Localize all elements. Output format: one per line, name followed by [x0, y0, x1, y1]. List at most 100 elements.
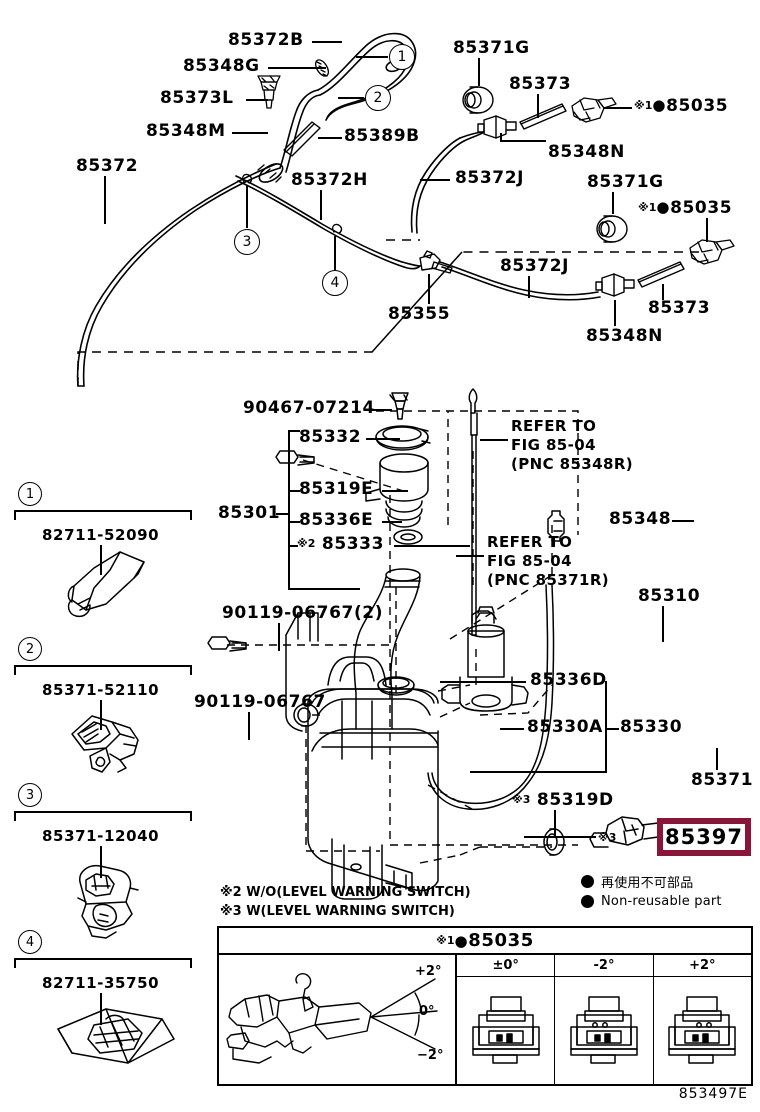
- label-85373L: 85373L: [160, 88, 234, 108]
- callout-circle-2[interactable]: 2: [365, 85, 391, 111]
- sidebar-leader-4: [100, 993, 102, 1025]
- bracket-85301-top: [288, 430, 300, 432]
- sidebar-icon-clip-85371-52110: [71, 715, 139, 773]
- leader-85371: [716, 748, 718, 770]
- nonreusable-dot-b: ●: [656, 198, 671, 216]
- sidebar-bracket-4: [14, 958, 192, 968]
- bracket-85301-tick1: [288, 490, 300, 492]
- angle-minus2-label: −2°: [417, 1048, 443, 1063]
- leader-90119-2: [278, 623, 280, 651]
- label-85348M: 85348M: [146, 121, 226, 141]
- label-90119-06767: 90119-06767: [194, 692, 326, 712]
- leader-85372J-lower: [528, 276, 530, 298]
- angle-column-minus2deg-image: [555, 977, 652, 1084]
- label-85348N-lower: 85348N: [586, 326, 663, 346]
- leader-85389B: [318, 137, 342, 139]
- angle-column-minus2deg: -2°: [555, 955, 654, 1084]
- highlighted-part-number: 85397: [664, 825, 744, 849]
- leader-85310: [662, 606, 664, 642]
- label-85355: 85355: [388, 304, 451, 324]
- leader-85373L: [246, 99, 268, 101]
- callout-circle-1[interactable]: 1: [389, 44, 415, 70]
- label-85372H: 85372H: [291, 170, 368, 190]
- label-85373-upper: 85373: [509, 74, 572, 94]
- label-85319D-text: 85319D: [536, 790, 614, 810]
- leader-85319E: [382, 490, 408, 492]
- footnote-asterisk-2: ※2 W/O(LEVEL WARNING SWITCH): [220, 885, 471, 900]
- angle-column-plus2deg-heading: +2°: [653, 955, 751, 977]
- legend-row-english: Non-reusable part: [581, 894, 722, 909]
- reservoir-artwork: [207, 388, 663, 900]
- label-85348G: 85348G: [183, 56, 260, 76]
- angle-column-plus2deg-image: [654, 977, 751, 1084]
- label-85336E: 85336E: [299, 510, 374, 530]
- callout-circle-4[interactable]: 4: [322, 270, 348, 296]
- leader-85319D: [554, 810, 556, 836]
- leader-85348N-lower: [614, 300, 616, 326]
- ref-85035-upper: ※1●85035: [634, 98, 728, 115]
- sidebar-part-82711-35750: 82711-35750: [42, 974, 160, 992]
- sidebar-callout-4[interactable]: 4: [18, 930, 42, 954]
- angle-table-header: ※1●85035: [219, 928, 751, 955]
- footnote-asterisk-3: ※3 W(LEVEL WARNING SWITCH): [220, 904, 455, 919]
- sidebar-leader-2: [100, 700, 102, 730]
- angle-zero-label: 0°: [419, 1004, 435, 1019]
- leader-callout-2: [338, 97, 364, 99]
- connector-icon-plus2deg: [668, 995, 737, 1064]
- label-85389B: 85389B: [344, 126, 420, 146]
- mark-asterisk-2: ※2: [297, 537, 316, 550]
- mark-asterisk-1: ※1: [634, 99, 653, 112]
- highlighted-part-85397[interactable]: 85397: [657, 818, 751, 856]
- connector-icon-0deg: [471, 995, 540, 1064]
- bracket-85301-tick2: [288, 521, 300, 523]
- angle-table-part: 85035: [468, 930, 534, 951]
- leader-refer-1: [480, 439, 508, 441]
- angle-column-0deg-heading: ±0°: [457, 955, 555, 977]
- sidebar-bracket-3: [14, 811, 192, 821]
- bracket-85330-bottom: [470, 771, 606, 773]
- angle-table-body: +2° 0° −2° ±0°: [219, 955, 751, 1084]
- leader-85372B: [312, 41, 342, 43]
- callout-circle-3[interactable]: 3: [234, 229, 260, 255]
- label-85373-lower: 85373: [648, 298, 711, 318]
- leader-85373-upper: [537, 94, 539, 118]
- angle-table-illustration: +2° 0° −2°: [219, 955, 457, 1084]
- nozzle-angle-diagram: +2° 0° −2°: [226, 964, 443, 1064]
- bracket-85301-vertical: [288, 430, 290, 590]
- angle-column-plus2deg: +2°: [653, 955, 751, 1084]
- sidebar-callout-1[interactable]: 1: [18, 482, 42, 506]
- sidebar-part-85371-12040: 85371-12040: [42, 827, 160, 845]
- leader-85372: [104, 176, 106, 224]
- label-90119-06767-2: 90119-06767(2): [222, 603, 384, 623]
- leader-85330: [605, 728, 619, 730]
- label-90467-07214: 90467-07214: [243, 398, 375, 418]
- leader-85348G: [268, 67, 326, 69]
- angle-table-bullet-icon: ●: [454, 931, 469, 950]
- leader-90467: [364, 409, 392, 411]
- angle-column-0deg: ±0°: [457, 955, 556, 1084]
- label-85333-text: 85333: [321, 534, 385, 554]
- bracket-85301-bottom: [288, 588, 360, 590]
- leader-85348N-upper-v: [500, 133, 502, 141]
- leader-85035-lower: [706, 218, 708, 242]
- mark-asterisk-3-b: ※3: [598, 831, 617, 844]
- sidebar-callout-3[interactable]: 3: [18, 783, 42, 807]
- label-85348: 85348: [609, 509, 672, 529]
- sidebar-part-85371-52110: 85371-52110: [42, 681, 160, 699]
- sidebar-callout-2[interactable]: 2: [18, 637, 42, 661]
- refer-note-85348R: REFER TO FIG 85-04 (PNC 85348R): [511, 417, 634, 473]
- leader-85301: [276, 513, 290, 515]
- mark-asterisk-1-b: ※1: [638, 201, 657, 214]
- label-85330A: 85330A: [527, 717, 603, 737]
- legend-row-japanese: 再使用不可部品: [581, 872, 722, 891]
- mark-asterisk-3-for-85397: ※3: [598, 830, 616, 847]
- legend-text-english: Non-reusable part: [601, 894, 722, 909]
- leader-85371G-lower: [612, 192, 614, 214]
- label-85333: ※2 85333: [297, 536, 384, 553]
- sidebar-bracket-2: [14, 665, 192, 675]
- leader-85332: [366, 438, 400, 440]
- label-85372: 85372: [76, 156, 139, 176]
- sidebar-icon-nozzle-82711-52090: [67, 551, 145, 618]
- leader-callout-4: [334, 236, 336, 270]
